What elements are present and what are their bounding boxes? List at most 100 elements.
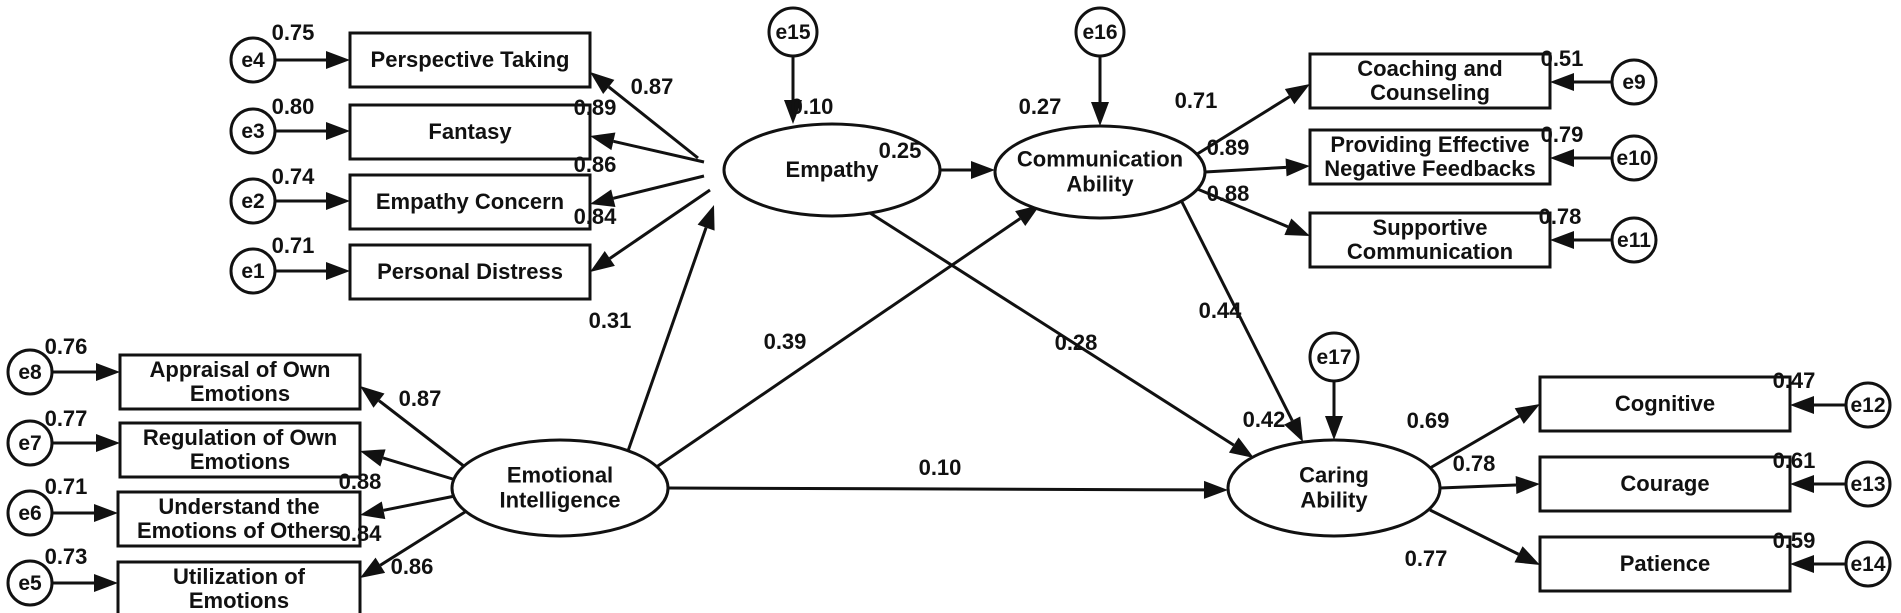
arrowhead <box>1285 158 1310 177</box>
arrowhead <box>697 205 715 231</box>
e13-arrow <box>1790 475 1846 493</box>
arrowhead <box>326 122 350 140</box>
error-label: e5 <box>18 572 42 595</box>
e3-arrow <box>275 122 350 140</box>
coef-e1-var: 0.71 <box>272 233 315 258</box>
arrowhead <box>326 51 350 69</box>
arrowhead <box>1284 416 1303 442</box>
coef-app-load: 0.87 <box>399 386 442 411</box>
indicator-label: Fantasy <box>428 119 512 144</box>
ei-app-arrow <box>360 386 466 469</box>
coef-e8-var: 0.76 <box>45 334 88 359</box>
error-label: e11 <box>1617 229 1651 252</box>
indicator-label: Coaching and <box>1357 56 1502 81</box>
arrowhead <box>590 251 615 272</box>
coef-e15-r2: 0.10 <box>791 94 834 119</box>
coef-e3-var: 0.80 <box>272 94 315 119</box>
indicator-patience: Patience <box>1538 535 1792 593</box>
error-label: e14 <box>1850 553 1885 576</box>
coef-e14-var: 0.59 <box>1773 528 1816 553</box>
arrowhead <box>590 132 616 151</box>
indicator-label: Negative Feedbacks <box>1324 156 1536 181</box>
error-label: e3 <box>241 120 264 143</box>
error-term-e2: e2 <box>229 177 277 225</box>
arrowhead <box>360 557 386 578</box>
error-term-e3: e3 <box>229 107 277 155</box>
e9-arrow <box>1550 73 1612 91</box>
arrowhead <box>784 100 802 124</box>
comm-care-arrow <box>1180 201 1303 442</box>
emp-care-arrow <box>869 211 1254 458</box>
emp-comm-arrow <box>940 161 995 179</box>
coef-pat-load: 0.77 <box>1405 546 1448 571</box>
arrowhead <box>96 434 120 452</box>
arrowhead <box>1514 404 1540 424</box>
arrowhead <box>1550 73 1574 91</box>
arrowhead <box>1550 149 1574 167</box>
indicator-label: Patience <box>1620 551 1711 576</box>
arrowhead <box>360 449 386 467</box>
arrowhead <box>326 262 350 280</box>
latent-label: Ability <box>1066 172 1134 197</box>
path-edges <box>52 51 1846 592</box>
error-term-e4: e4 <box>229 36 277 84</box>
e10-arrow <box>1550 149 1612 167</box>
indicator-label: Empathy Concern <box>376 189 564 214</box>
error-term-e8: e8 <box>6 348 54 396</box>
arrowhead <box>590 189 616 208</box>
error-term-e11: e11 <box>1610 216 1658 264</box>
coef-ei-care: 0.10 <box>919 455 962 480</box>
error-term-e9: e9 <box>1610 58 1658 106</box>
error-label: e12 <box>1850 394 1885 417</box>
arrowhead <box>1790 475 1814 493</box>
latent-label: Emotional <box>507 463 613 488</box>
indicator-label: Perspective Taking <box>371 47 570 72</box>
arrowhead <box>1325 416 1343 440</box>
latent-empathy: Empathy <box>722 122 942 218</box>
error-label: e16 <box>1082 21 1117 44</box>
emp-pt-arrow <box>590 72 699 160</box>
latent-label: Communication <box>1017 147 1183 172</box>
coef-e9-var: 0.51 <box>1541 46 1584 71</box>
arrowhead <box>326 192 350 210</box>
indicator-label: Providing Effective <box>1330 132 1529 157</box>
error-term-e10: e10 <box>1610 134 1658 182</box>
coef-e10-var: 0.79 <box>1541 122 1584 147</box>
coef-e16-r2: 0.27 <box>1019 94 1062 119</box>
indicator-label: Utilization of <box>173 564 306 589</box>
latent-label: Intelligence <box>499 488 620 513</box>
indicator-label: Emotions <box>189 588 289 613</box>
error-term-e12: e12 <box>1844 381 1892 429</box>
arrowhead <box>590 72 615 94</box>
error-label: e13 <box>1850 473 1885 496</box>
coef-e6-var: 0.71 <box>45 474 88 499</box>
indicator-label: Courage <box>1620 471 1709 496</box>
ei-emp-arrow <box>626 205 715 452</box>
arrowhead <box>360 501 386 520</box>
indicator-label: Emotions of Others <box>137 518 341 543</box>
e6-arrow <box>52 504 118 522</box>
coef-e7-var: 0.77 <box>45 406 88 431</box>
arrowhead <box>1284 84 1310 105</box>
arrowhead <box>1203 480 1228 499</box>
indicator-label: Counseling <box>1370 80 1490 105</box>
indicator-label: Emotions <box>190 449 290 474</box>
coef-e2-var: 0.74 <box>272 164 316 189</box>
indicator-label: Regulation of Own <box>143 425 337 450</box>
latent-label: Empathy <box>786 157 880 182</box>
e16-arrow <box>1091 56 1109 126</box>
arrowhead <box>94 504 118 522</box>
coef-e17-r2: 0.42 <box>1243 407 1286 432</box>
error-term-e1: e1 <box>229 247 277 295</box>
indicator-fantasy: Fantasy <box>348 103 592 161</box>
arrowhead <box>1228 437 1254 458</box>
coef-pd-load: 0.84 <box>574 204 618 229</box>
